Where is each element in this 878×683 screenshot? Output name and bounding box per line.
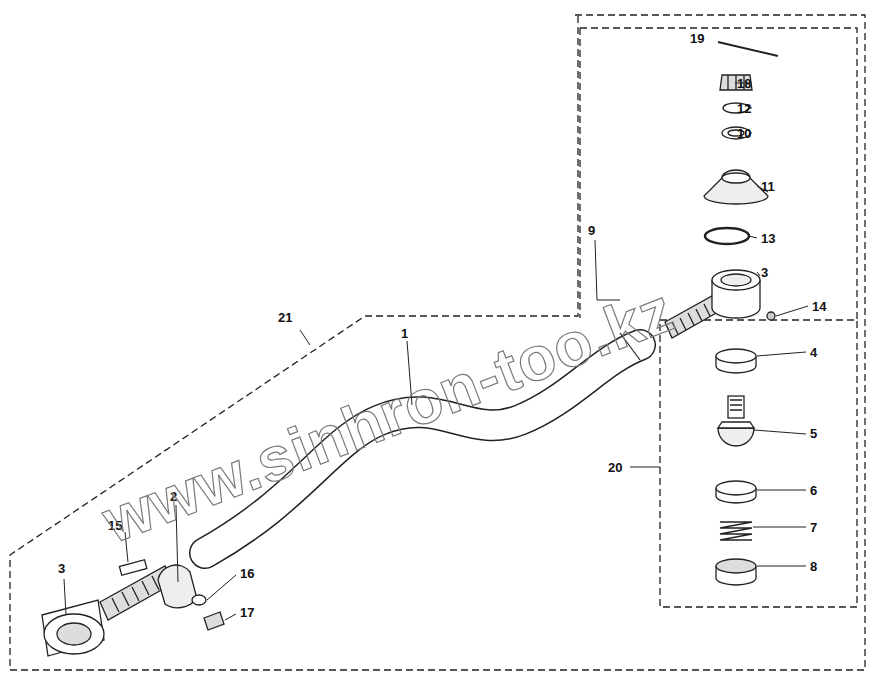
- callout-number: 7: [810, 521, 817, 534]
- callout-number: 10: [737, 127, 751, 140]
- callout-number: 6: [810, 484, 817, 497]
- callout-number: 17: [240, 606, 254, 619]
- callout-number: 3: [58, 562, 65, 575]
- callout-number: 14: [812, 300, 826, 313]
- callout-number: 19: [690, 32, 704, 45]
- callout-number: 8: [810, 560, 817, 573]
- callout-number: 18: [737, 77, 751, 90]
- callout-number: 11: [761, 180, 775, 193]
- callout-number: 1: [401, 327, 408, 340]
- callout-number: 16: [240, 567, 254, 580]
- callout-number: 4: [810, 346, 817, 359]
- callout-number: 9: [588, 224, 595, 237]
- callout-number: 3: [761, 266, 768, 279]
- callout-number: 5: [810, 427, 817, 440]
- callout-number: 20: [608, 461, 622, 474]
- watermark: www.sinhron-too.kz: [95, 278, 682, 553]
- callout-number: 13: [761, 232, 775, 245]
- callout-number: 12: [737, 102, 751, 115]
- callout-number: 21: [278, 311, 292, 324]
